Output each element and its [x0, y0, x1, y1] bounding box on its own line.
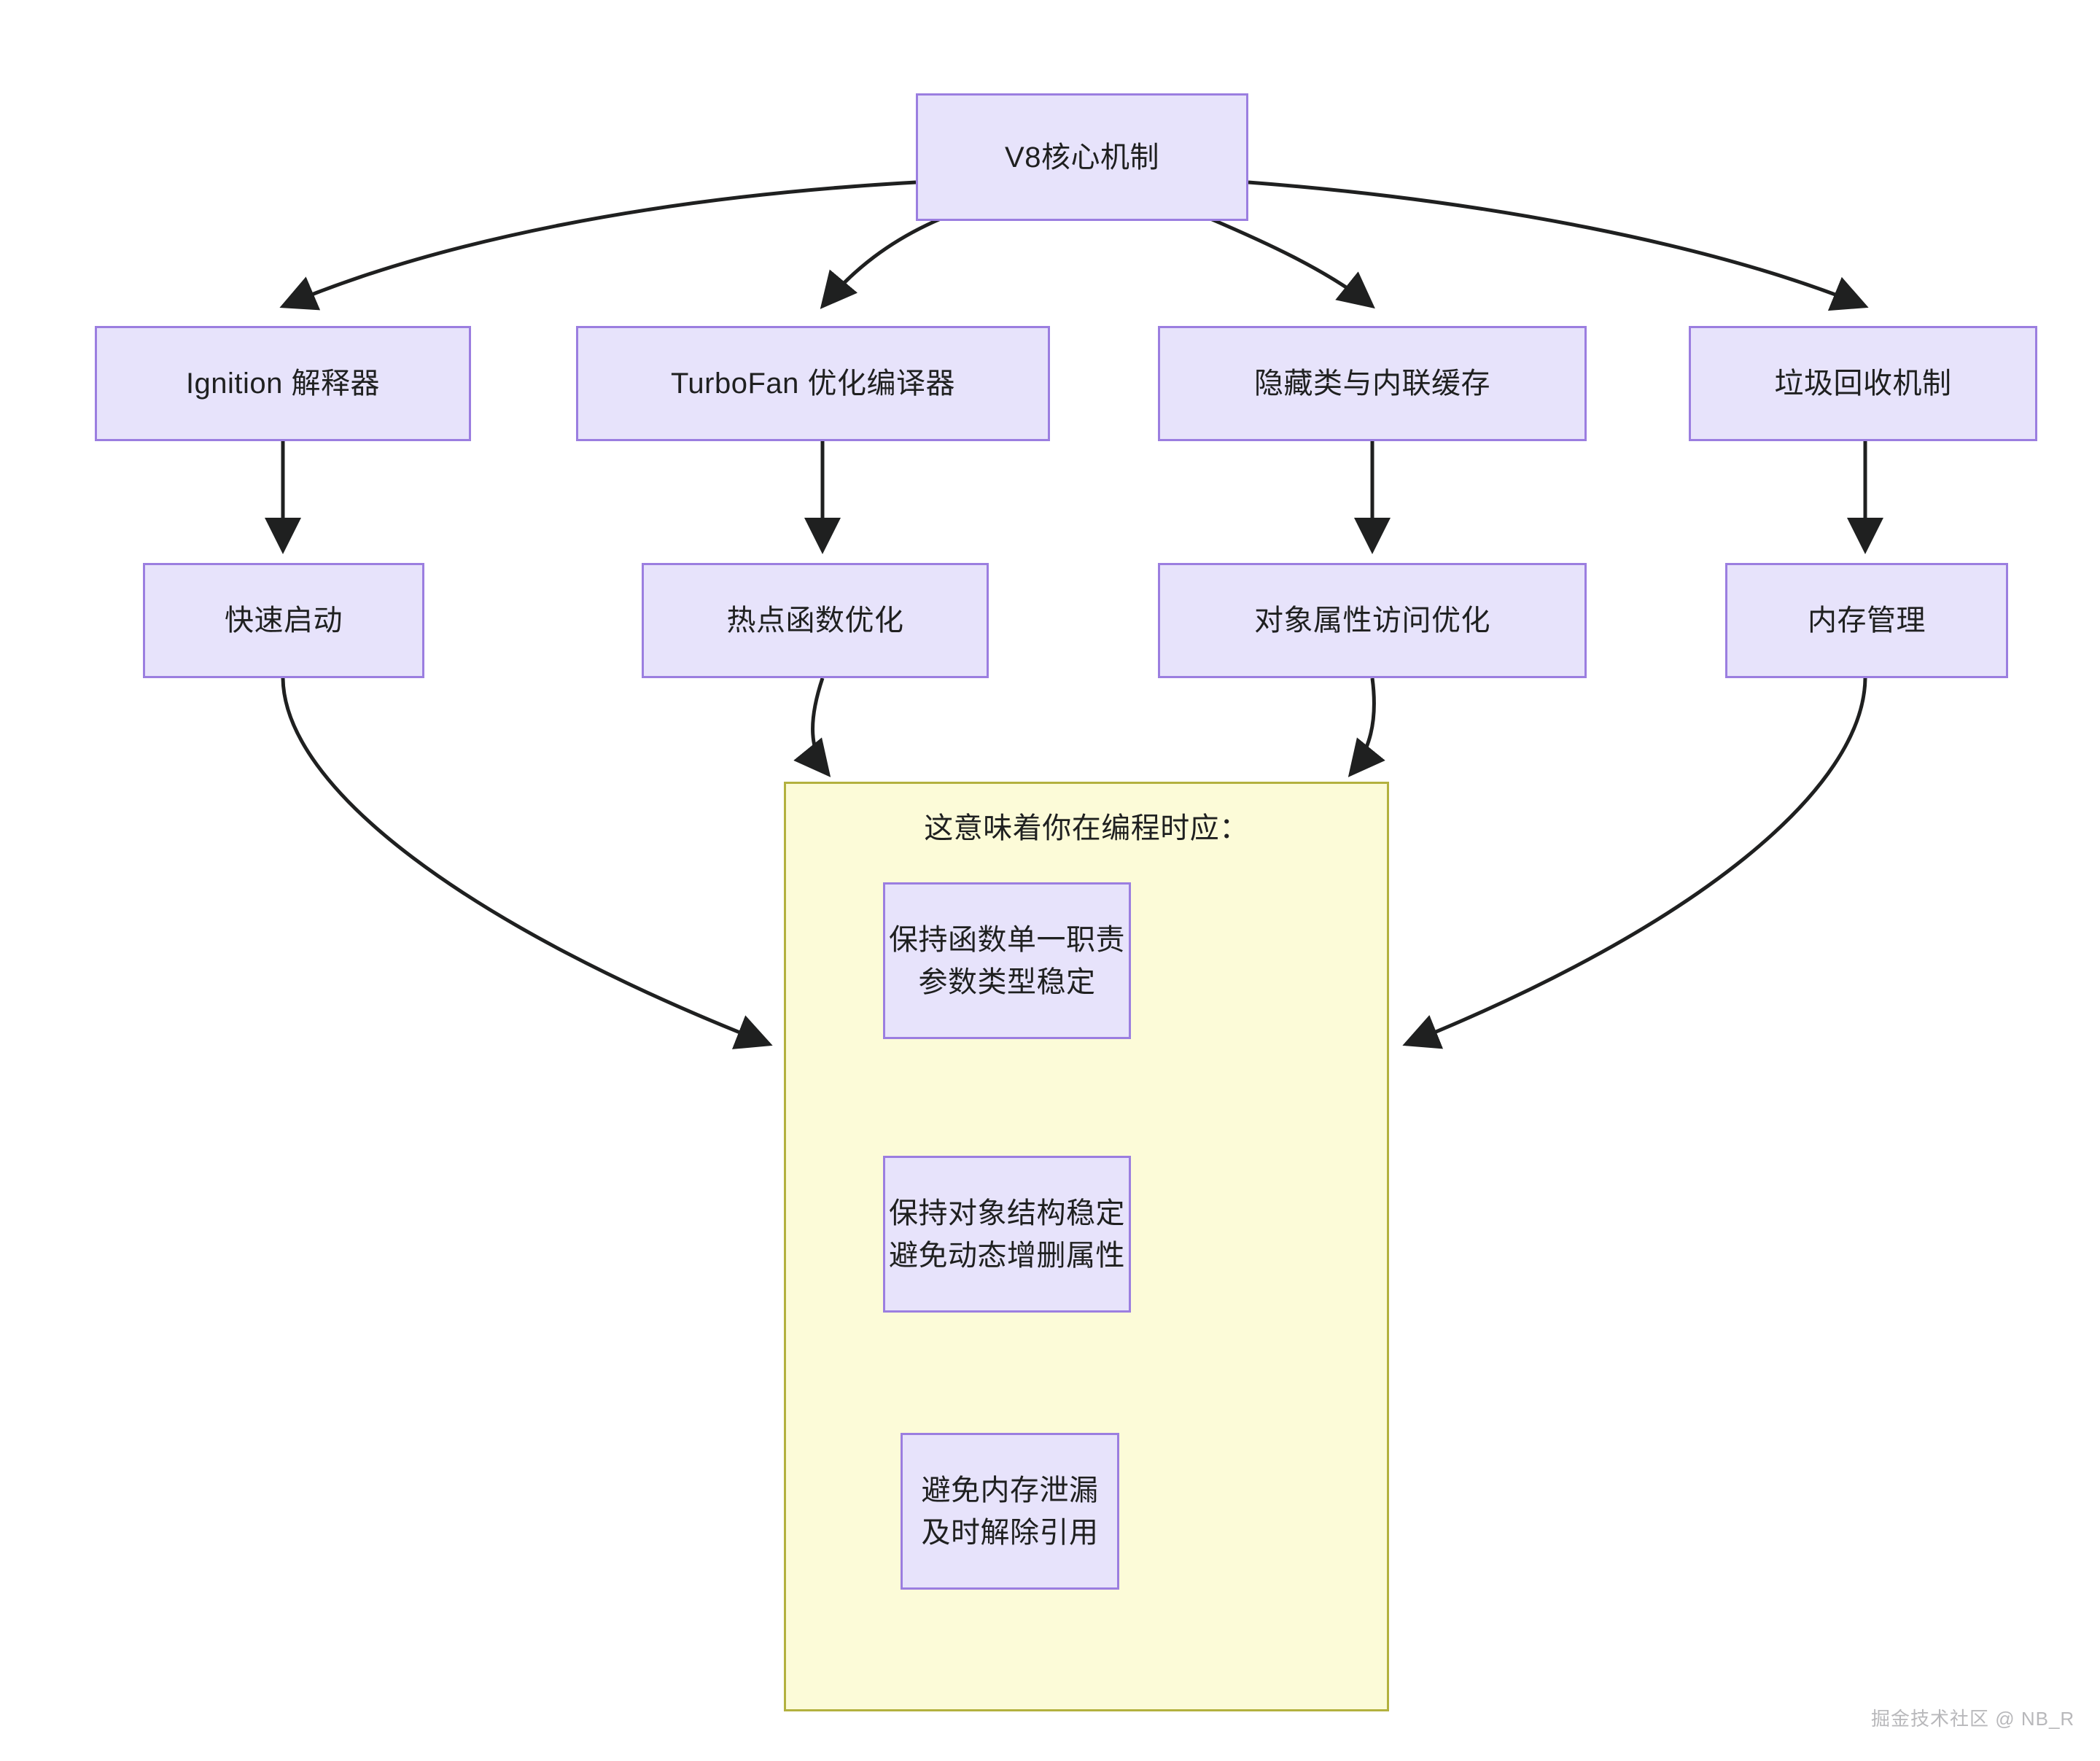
node-hidden-class[interactable]: 隐藏类与内联缓存: [1158, 326, 1587, 441]
node-practice-3[interactable]: 避免内存泄漏 及时解除引用: [901, 1433, 1119, 1590]
node-prop-access[interactable]: 对象属性访问优化: [1158, 563, 1587, 678]
node-hot-func-label: 热点函数优化: [726, 605, 904, 637]
node-root[interactable]: V8核心机制: [916, 93, 1248, 221]
node-root-label: V8核心机制: [1005, 141, 1159, 174]
node-hidden-class-label: 隐藏类与内联缓存: [1254, 368, 1490, 400]
edge-root-turbofan: [820, 217, 941, 309]
node-fast-start[interactable]: 快速启动: [143, 563, 424, 678]
subgraph-practice-title: 这意味着你在编程时应：: [924, 812, 1249, 844]
node-practice-1-label: 保持函数单一职责 参数类型稳定: [889, 923, 1125, 998]
node-prop-access-label: 对象属性访问优化: [1254, 605, 1490, 637]
node-gc[interactable]: 垃圾回收机制: [1689, 326, 2037, 441]
node-fast-start-label: 快速启动: [225, 605, 343, 637]
watermark: 掘金技术社区 @ NB_R: [1871, 1708, 2075, 1730]
node-memory[interactable]: 内存管理: [1725, 563, 2008, 678]
edge-memory-practice: [1402, 677, 1867, 1049]
node-memory-label: 内存管理: [1808, 605, 1926, 637]
node-practice-2[interactable]: 保持对象结构稳定 避免动态增删属性: [883, 1156, 1131, 1313]
node-ignition-label: Ignition 解释器: [185, 368, 381, 400]
node-practice-2-label: 保持对象结构稳定 避免动态增删属性: [889, 1197, 1125, 1272]
edge-prop-access-practice: [1348, 677, 1385, 777]
edge-root-gc: [1248, 180, 1869, 311]
node-practice-3-label: 避免内存泄漏 及时解除引用: [921, 1474, 1099, 1549]
edge-root-hidden-class: [1210, 217, 1375, 309]
edge-fast-start-practice: [281, 677, 773, 1049]
node-practice-1[interactable]: 保持函数单一职责 参数类型稳定: [883, 882, 1131, 1039]
edge-root-ignition: [279, 180, 917, 311]
node-gc-label: 垃圾回收机制: [1774, 368, 1952, 400]
subgraph-practice: 这意味着你在编程时应： 保持函数单一职责 参数类型稳定 保持对象结构稳定 避免动…: [784, 782, 1389, 1711]
node-hot-func[interactable]: 热点函数优化: [642, 563, 989, 678]
edge-hot-func-practice: [793, 677, 831, 777]
node-turbofan[interactable]: TurboFan 优化编译器: [576, 326, 1050, 441]
node-ignition[interactable]: Ignition 解释器: [95, 326, 471, 441]
node-turbofan-label: TurboFan 优化编译器: [670, 368, 956, 400]
